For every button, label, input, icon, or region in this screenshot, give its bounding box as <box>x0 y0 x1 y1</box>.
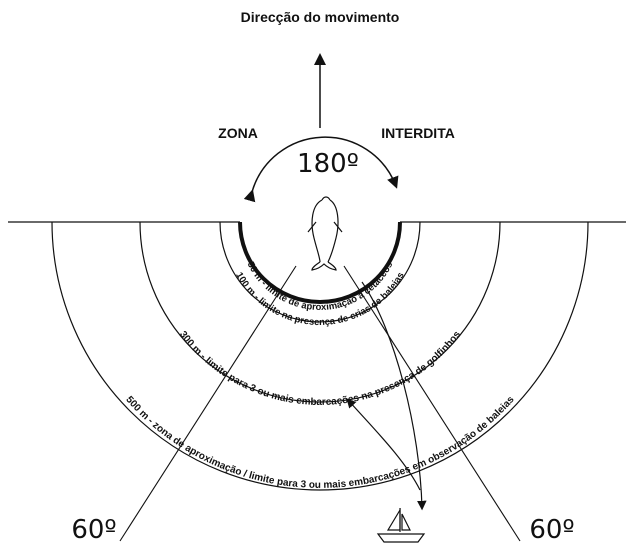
direction-label: Direcção do movimento <box>241 9 400 25</box>
boat-approach-arrow <box>346 398 421 491</box>
zone-500m-label: 500 m - zona de aproximação / limite par… <box>123 394 516 491</box>
zona-label: ZONA <box>218 125 258 141</box>
sector-line-right <box>343 265 521 542</box>
zone-300m-label: 300 m - limite para 3 ou mais embarcaçõe… <box>177 329 463 408</box>
boat-return-arrow <box>361 281 427 511</box>
angle-60-right-label: 60º <box>529 515 574 545</box>
sailboat-icon <box>376 507 426 543</box>
sector-line-left <box>119 265 297 542</box>
arc-50m <box>238 221 402 304</box>
arc-100m <box>219 221 421 323</box>
arc-500m <box>51 221 589 491</box>
arc-300m <box>139 221 501 403</box>
angle-180-label: 180º <box>297 149 359 179</box>
whale-icon <box>307 196 343 271</box>
angle-60-left-label: 60º <box>71 515 116 545</box>
interdita-label: INTERDITA <box>381 125 455 141</box>
forbidden-zone-arc <box>243 136 399 203</box>
